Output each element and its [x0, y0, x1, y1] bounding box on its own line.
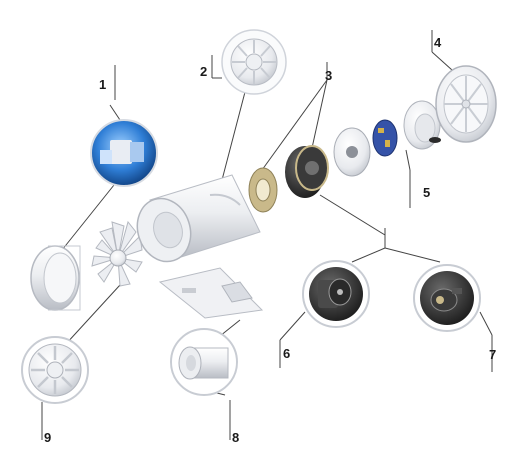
callout-1: 1: [99, 77, 107, 92]
rear-cap: [403, 100, 441, 150]
callout-7: 7: [489, 347, 497, 362]
callout-8: 8: [232, 430, 240, 445]
bearing-disc-part-3: [248, 167, 278, 213]
callout-4: 4: [434, 35, 442, 50]
motor-detail-part-7: [413, 264, 481, 332]
motor-detail-part-6: [302, 260, 370, 328]
back-grille-part-4: [435, 65, 497, 143]
motor-back-plate: [333, 127, 371, 177]
front-grille-part-2: [221, 29, 287, 95]
mounting-base-plate: [158, 267, 264, 319]
callout-5: 5: [423, 185, 431, 200]
callout-6: 6: [283, 346, 291, 361]
callout-2: 2: [200, 64, 208, 79]
callout-3: 3: [325, 68, 333, 83]
main-housing-tube: [136, 174, 261, 263]
spigot-ring: [30, 245, 81, 311]
callout-9: 9: [44, 430, 52, 445]
impeller: [91, 220, 143, 287]
detail-magnifier-part-1: [90, 119, 158, 187]
circuit-board-part-5: [372, 119, 398, 157]
assembled-fan-part-8: [170, 328, 238, 396]
assembled-fan-part-9: [21, 336, 89, 404]
motor-part-3: [285, 145, 329, 198]
